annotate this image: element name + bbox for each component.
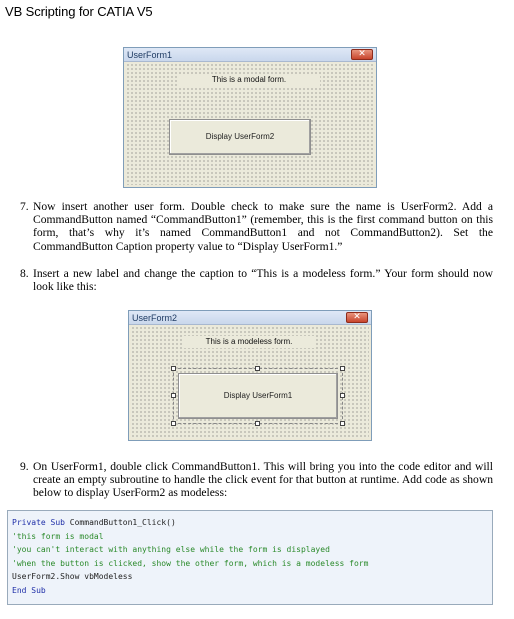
resize-handle[interactable] [340, 421, 345, 426]
userform1-label: This is a modal form. [178, 74, 320, 86]
step-text: On UserForm1, double click CommandButton… [33, 460, 493, 500]
code-comment: 'when the button is clicked, show the ot… [12, 558, 369, 568]
resize-handle[interactable] [340, 366, 345, 371]
resize-handle[interactable] [171, 366, 176, 371]
code-text: CommandButton1_Click() [64, 518, 176, 527]
userform2-canvas: This is a modeless form. Display UserFor… [131, 326, 369, 438]
userform2-window: UserForm2 ✕ This is a modeless form. Dis… [128, 310, 372, 441]
step-8: 8. Insert a new label and change the cap… [20, 267, 493, 294]
code-comment: 'this form is modal [12, 531, 104, 541]
userform1-window: UserForm1 ✕ This is a modal form. Displa… [123, 47, 377, 188]
code-keyword: Private Sub [12, 518, 65, 527]
code-line: Private Sub CommandButton1_Click() [12, 516, 488, 530]
code-text: UserForm2.Show vbModeless [12, 572, 133, 582]
step-text: Insert a new label and change the captio… [33, 267, 493, 294]
step-9: 9. On UserForm1, double click CommandBut… [20, 460, 493, 500]
display-userform2-button[interactable]: Display UserForm2 [169, 119, 311, 155]
step-7: 7. Now insert another user form. Double … [20, 200, 493, 253]
code-block: Private Sub CommandButton1_Click() 'this… [7, 510, 493, 605]
resize-handle[interactable] [340, 393, 345, 398]
resize-handle[interactable] [171, 421, 176, 426]
close-icon[interactable]: ✕ [351, 49, 373, 60]
page-header: VB Scripting for CATIA V5 [5, 4, 153, 19]
close-icon[interactable]: ✕ [346, 312, 368, 323]
step-text: Now insert another user form. Double che… [33, 200, 493, 253]
userform1-canvas: This is a modal form. Display UserForm2 [126, 63, 374, 185]
userform2-label: This is a modeless form. [183, 336, 315, 348]
display-userform1-button[interactable]: Display UserForm1 [178, 373, 338, 419]
step-number: 8. [20, 267, 29, 280]
code-comment: 'you can't interact with anything else w… [12, 545, 330, 555]
selection-outline [171, 366, 345, 426]
step-number: 9. [20, 460, 29, 473]
step-number: 7. [20, 200, 29, 213]
resize-handle[interactable] [255, 421, 260, 426]
userform1-titlebar: UserForm1 [124, 48, 376, 62]
code-keyword: End Sub [12, 585, 46, 595]
userform2-titlebar: UserForm2 [129, 311, 371, 325]
resize-handle[interactable] [255, 366, 260, 371]
resize-handle[interactable] [171, 393, 176, 398]
